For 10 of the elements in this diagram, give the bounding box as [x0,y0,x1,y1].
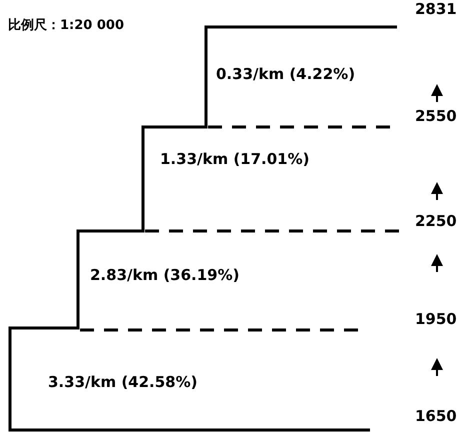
elevation-label: 2831 [415,0,457,18]
density-label: 3.33/km (42.58%) [48,373,198,391]
density-label: 0.33/km (4.22%) [216,65,356,83]
elevation-label: 1650 [415,407,457,425]
density-label: 2.83/km (36.19%) [90,266,240,284]
density-label: 1.33/km (17.01%) [160,150,310,168]
elevation-label: 2250 [415,212,457,230]
elevation-label: 2550 [415,107,457,125]
scale-text: 比例尺：1:20 000 [8,17,124,35]
elevation-label: 1950 [415,310,457,328]
